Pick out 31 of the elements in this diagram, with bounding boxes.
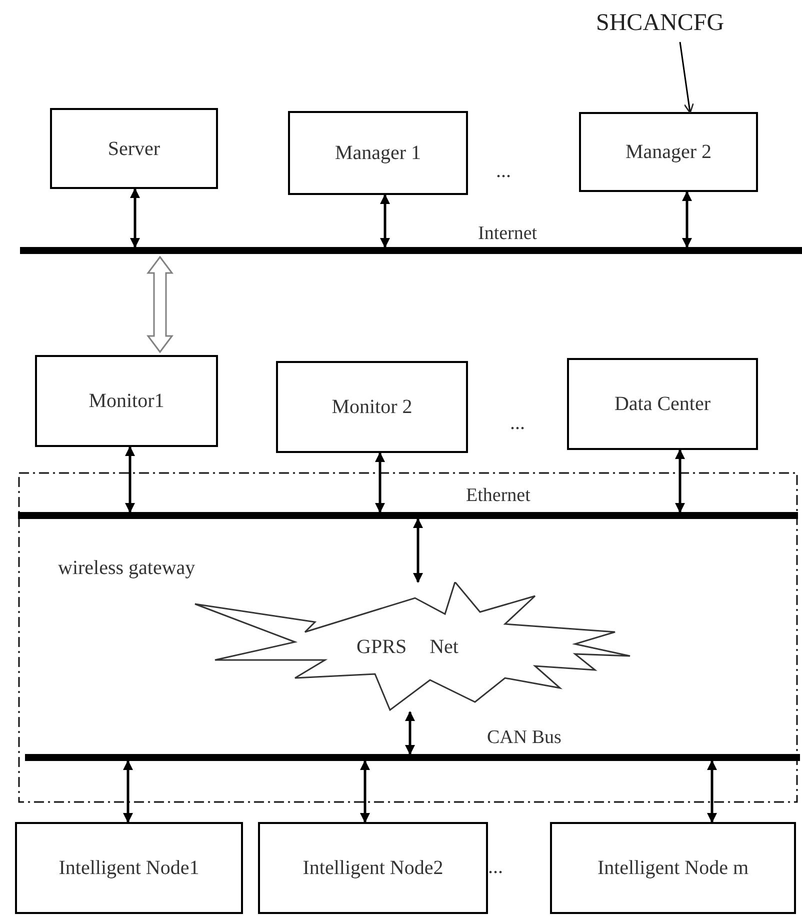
- dashed-group-frame: [18, 472, 798, 803]
- callout-text: SHCANCFG: [596, 8, 776, 38]
- double-arrow: [130, 188, 140, 248]
- group-label: wireless gateway: [58, 556, 196, 580]
- process-box: Manager 1: [288, 111, 468, 195]
- process-box: Monitor 2: [276, 361, 468, 453]
- double-arrow: [675, 449, 685, 513]
- double-arrow: [380, 194, 390, 248]
- bus-label: CAN Bus: [487, 726, 562, 750]
- process-box: Server: [50, 108, 218, 189]
- leader-arrow: [679, 42, 694, 114]
- ellipsis: ...: [510, 412, 525, 434]
- ellipsis: ...: [488, 856, 503, 878]
- process-box: Manager 2: [579, 112, 758, 192]
- double-arrow: [125, 446, 135, 513]
- double-arrow: [360, 760, 370, 823]
- ellipsis: ...: [496, 160, 511, 182]
- bus-label: Internet: [478, 222, 538, 246]
- bus-label: Ethernet: [466, 484, 530, 508]
- process-box: Monitor1: [35, 355, 218, 447]
- process-box: Intelligent Node2: [258, 822, 488, 914]
- double-arrow: [707, 760, 717, 823]
- double-arrow: [682, 191, 692, 248]
- double-arrow: [413, 518, 423, 583]
- process-box: Intelligent Node m: [550, 822, 796, 914]
- process-box: Data Center: [567, 358, 758, 450]
- double-arrow: [375, 452, 385, 513]
- double-arrow: [405, 711, 415, 755]
- process-box: Intelligent Node1: [15, 822, 243, 914]
- hollow-double-arrow: [146, 256, 174, 354]
- double-arrow: [123, 760, 133, 823]
